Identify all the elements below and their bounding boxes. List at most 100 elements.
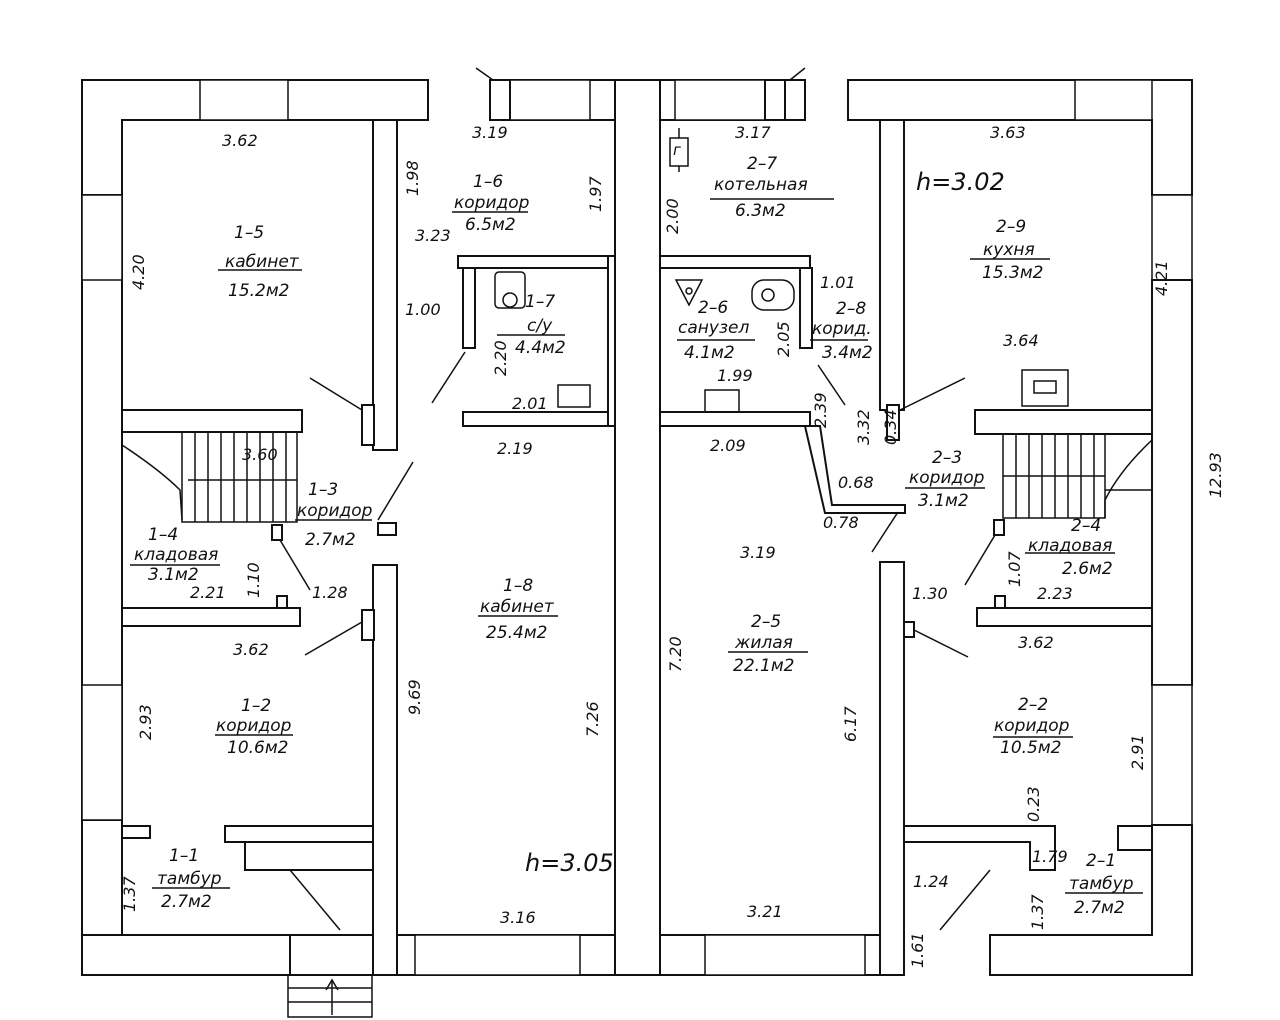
room-area: 2.7м2: [305, 530, 356, 550]
dimension: 3.32: [854, 409, 873, 445]
dimension: 2.39: [811, 392, 830, 428]
dimension: 2.00: [663, 198, 682, 234]
room-area: 4.4м2: [515, 338, 566, 358]
room-area: 3.4м2: [822, 343, 873, 363]
dimension: 4.21: [1152, 260, 1171, 296]
room-area: 15.2м2: [228, 281, 290, 301]
dimension: 1.30: [912, 584, 948, 603]
dimension: 3.16: [500, 908, 536, 927]
dimension: 1.00: [405, 300, 441, 319]
room-name: коридор: [454, 193, 530, 213]
room-name: кладовая: [134, 545, 219, 565]
dimension: 1.97: [586, 176, 605, 212]
room-name: коридор: [297, 501, 373, 521]
dimension: 3.19: [740, 543, 776, 562]
room-name: коридор: [216, 716, 292, 736]
dimension: 1.37: [1028, 894, 1047, 930]
dimension: 0.34: [881, 409, 900, 445]
room-number: 2–3: [932, 448, 963, 468]
dimension: 12.93: [1206, 452, 1225, 498]
dimension: 3.21: [747, 902, 783, 921]
room-area: 4.1м2: [684, 343, 735, 363]
ceiling-height-left: h=3.05: [525, 849, 614, 877]
room-name: тамбур: [1069, 874, 1134, 894]
room-area: 2.7м2: [1074, 898, 1125, 918]
room-area: 2.6м2: [1062, 559, 1113, 579]
dimension: 1.07: [1005, 551, 1024, 587]
room-area: 3.1м2: [148, 565, 199, 585]
room-number: 1–4: [148, 525, 179, 545]
door-swings: [279, 67, 996, 931]
dimension: 1.61: [908, 932, 927, 968]
dimension: 2.21: [190, 583, 226, 602]
room-name: тамбур: [157, 869, 222, 889]
room-name: жилая: [735, 633, 793, 653]
room-number: 1–5: [234, 223, 265, 243]
dimension: 0.68: [838, 473, 874, 492]
stairs-left: [121, 431, 298, 523]
room-area: 10.5м2: [1000, 738, 1062, 758]
room-number: 2–6: [698, 298, 729, 318]
room-number: 1–6: [473, 172, 504, 192]
dimension: 2.09: [710, 436, 746, 455]
dimension: 1.28: [312, 583, 348, 602]
room-name: кухня: [983, 240, 1035, 260]
fixtures: [287, 128, 1069, 1018]
room-area: 3.1м2: [918, 491, 969, 511]
room-name: корид.: [812, 319, 872, 339]
room-name: санузел: [678, 318, 750, 338]
dimension: 3.17: [735, 123, 771, 142]
room-area: 6.3м2: [735, 201, 786, 221]
dimension: 3.19: [472, 123, 508, 142]
dimension: 3.60: [242, 445, 278, 464]
dimension: 2.91: [1128, 734, 1147, 770]
room-area: 2.7м2: [161, 892, 212, 912]
dimension: 6.17: [841, 706, 860, 742]
boiler-symbol: г: [673, 141, 681, 159]
walls-left-block: [81, 79, 881, 976]
room-area: 25.4м2: [486, 623, 548, 643]
room-number: 1–2: [241, 696, 272, 716]
room-number: 1–7: [525, 292, 556, 312]
dimension: 3.62: [222, 131, 258, 150]
room-area: 15.3м2: [982, 263, 1044, 283]
dimension: 3.23: [415, 226, 451, 245]
dimension: 2.93: [136, 704, 155, 740]
dimension: 1.37: [120, 876, 139, 912]
room-number: 1–3: [308, 480, 339, 500]
room-name: кабинет: [225, 252, 299, 272]
dimension: 2.23: [1037, 584, 1073, 603]
dimension: 3.62: [1018, 633, 1054, 652]
room-name: коридор: [909, 468, 985, 488]
dimension: 1.98: [403, 160, 422, 196]
dimension: 4.20: [129, 254, 148, 290]
room-number: 2–9: [996, 217, 1027, 237]
room-number: 2–4: [1071, 516, 1102, 536]
room-area: 10.6м2: [227, 738, 289, 758]
room-number: 2–1: [1086, 851, 1117, 871]
room-number: 2–5: [751, 612, 782, 632]
dimension: 1.24: [913, 872, 949, 891]
dimension: 2.20: [491, 340, 510, 376]
dimension: 7.20: [666, 636, 685, 672]
walls-right-block: [659, 79, 1193, 976]
ceiling-height-right: h=3.02: [916, 168, 1005, 196]
dimension: 1.79: [1032, 847, 1068, 866]
dimension: 2.19: [497, 439, 533, 458]
room-name: с/у: [527, 316, 553, 336]
room-number: 2–2: [1018, 695, 1049, 715]
dimension: 7.26: [583, 701, 602, 737]
stairs-right: [1002, 433, 1153, 519]
dimension: 3.62: [233, 640, 269, 659]
dimension: 2.05: [774, 321, 793, 357]
dimension: 0.23: [1024, 786, 1043, 822]
room-name: кладовая: [1028, 536, 1113, 556]
dimension: 1.10: [244, 562, 263, 598]
room-number: 1–1: [169, 846, 200, 866]
dimension: 3.63: [990, 123, 1026, 142]
dimension: 9.69: [405, 679, 424, 715]
dimension: 3.64: [1003, 331, 1039, 350]
room-name: коридор: [994, 716, 1070, 736]
room-number: 2–8: [836, 299, 867, 319]
